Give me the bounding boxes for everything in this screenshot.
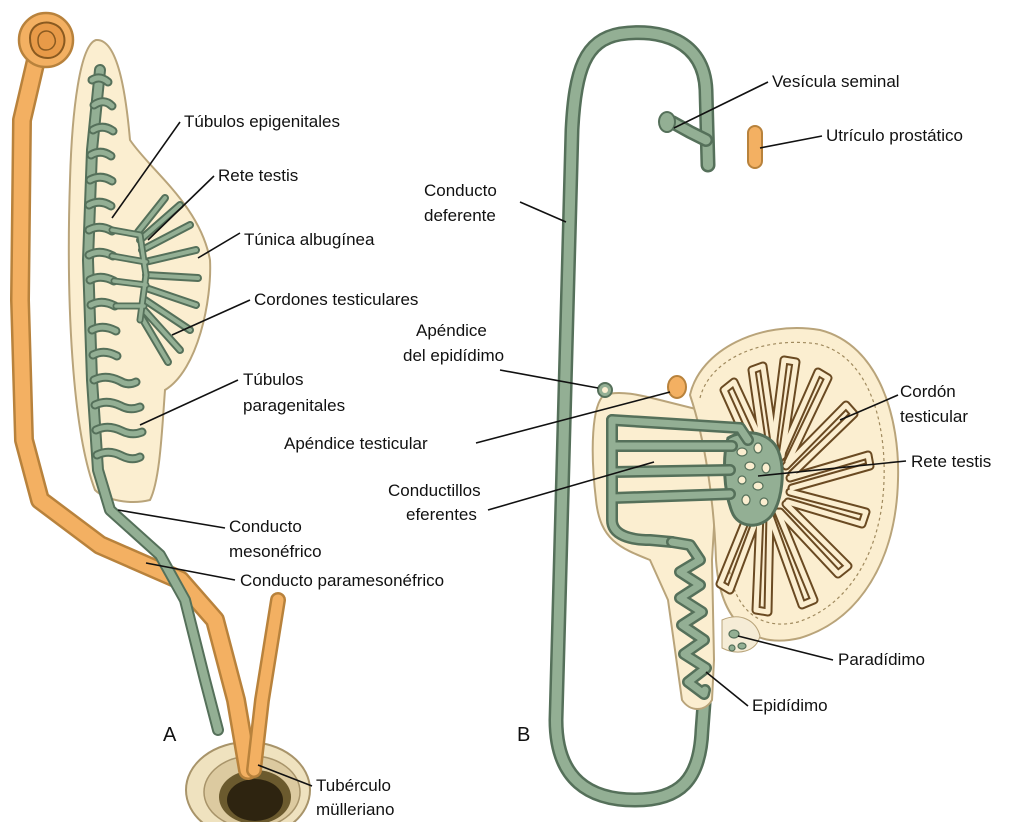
label-tubulos-paragenitales-2: paragenitales <box>243 396 345 415</box>
label-conductillos-eferentes-1: Conductillos <box>388 481 481 500</box>
label-paradidimo: Paradídimo <box>838 650 925 669</box>
label-apendice-epididimo-2: del epidídimo <box>403 346 504 365</box>
label-tubulos-epigenitales: Túbulos epigenitales <box>184 112 340 131</box>
panel-letter-b: B <box>517 724 530 746</box>
label-conducto-deferente-1: Conducto <box>424 181 497 200</box>
label-conducto-mesonefrico-1: Conducto <box>229 517 302 536</box>
prostatic-utricle <box>748 126 762 168</box>
label-tuberculo-mulleriano-2: mülleriano <box>316 800 394 819</box>
label-rete-testis-a: Rete testis <box>218 166 298 185</box>
appendix-epididymis <box>598 383 612 397</box>
label-cordones-testiculares: Cordones testiculares <box>254 290 418 309</box>
label-tubulos-paragenitales-1: Túbulos <box>243 370 303 389</box>
label-vesicula-seminal: Vesícula seminal <box>772 72 900 91</box>
label-tunica-albuginea: Túnica albugínea <box>244 230 375 249</box>
label-cordon-testicular-2: testicular <box>900 407 968 426</box>
label-apendice-epididimo-1: Apéndice <box>416 321 487 340</box>
label-conductillos-eferentes-2: eferentes <box>406 505 477 524</box>
label-cordon-testicular-1: Cordón <box>900 382 956 401</box>
label-conducto-paramesonefrico: Conducto paramesonéfrico <box>240 571 444 590</box>
label-utriculo-prostatico: Utrículo prostático <box>826 126 963 145</box>
label-tuberculo-mulleriano-1: Tubérculo <box>316 776 391 795</box>
label-conducto-mesonefrico-2: mesonéfrico <box>229 542 322 561</box>
label-epididimo: Epidídimo <box>752 696 828 715</box>
label-apendice-testicular: Apéndice testicular <box>284 434 428 453</box>
label-rete-testis-b: Rete testis <box>911 452 991 471</box>
panel-a-drawing <box>19 13 310 822</box>
panel-letter-a: A <box>163 724 177 746</box>
appendix-testis <box>668 376 686 398</box>
label-conducto-deferente-2: deferente <box>424 206 496 225</box>
